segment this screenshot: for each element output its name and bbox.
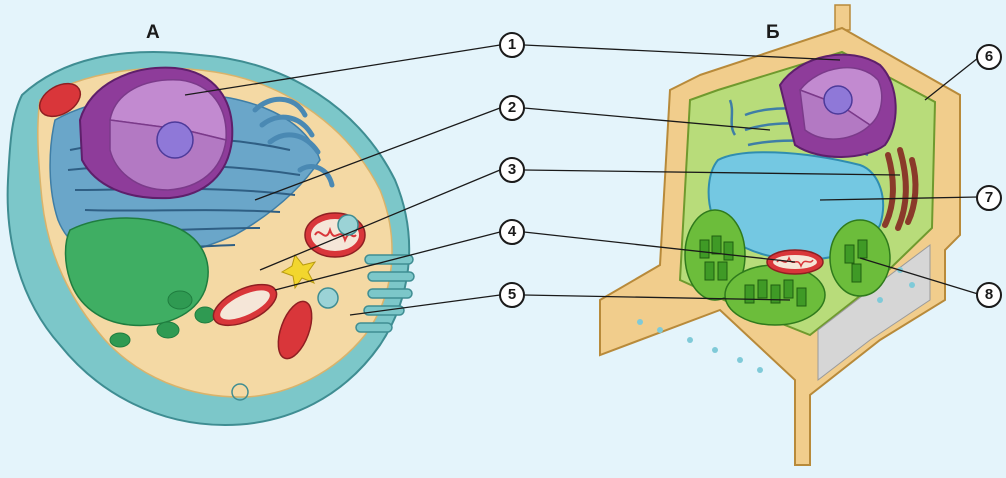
callout-1: 1 [499, 32, 525, 58]
callout-2: 2 [499, 95, 525, 121]
callout-6: 6 [976, 44, 1002, 70]
animal-cell [8, 52, 414, 425]
plant-cell [600, 5, 960, 465]
callout-3: 3 [499, 157, 525, 183]
panel-label-a: А [146, 22, 160, 44]
panel-label-b: Б [766, 22, 780, 44]
callout-4: 4 [499, 219, 525, 245]
cell-wall-top [835, 5, 850, 30]
nucleolus [157, 122, 193, 158]
vacuole-small [318, 288, 338, 308]
callout-5: 5 [499, 282, 525, 308]
callout-7: 7 [976, 185, 1002, 211]
lysosome [338, 215, 358, 235]
animal-nucleus [80, 68, 232, 198]
callout-8: 8 [976, 282, 1002, 308]
plant-nucleolus [824, 86, 852, 114]
plant-nucleus [780, 55, 896, 157]
